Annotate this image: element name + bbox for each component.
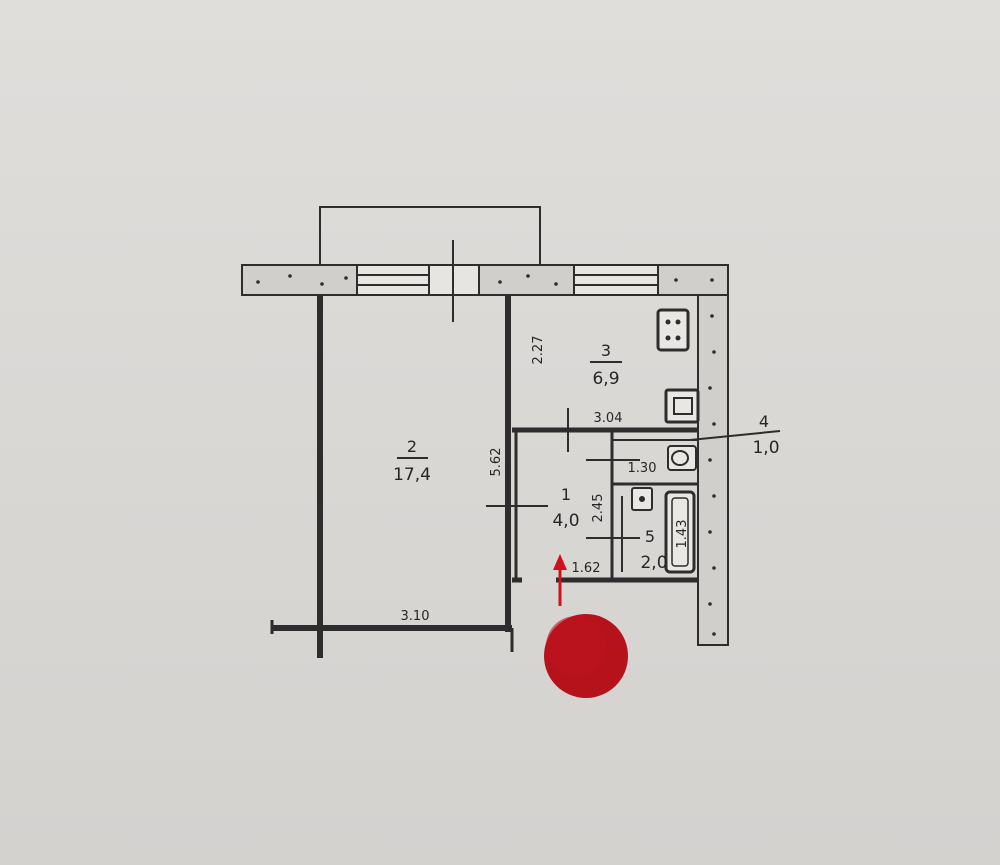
kitchen-sink-icon (664, 388, 700, 424)
room3-number: 3 (601, 341, 611, 360)
room4-leader (689, 430, 781, 441)
wall-texture (256, 274, 716, 636)
room4-number: 4 (759, 412, 769, 431)
toilet-icon (667, 445, 697, 471)
top-wall-right (657, 264, 729, 296)
window-left (356, 264, 430, 296)
balcony (319, 206, 541, 268)
entrance-arrow (553, 554, 567, 606)
room2-number: 2 (407, 437, 417, 456)
room2-area: 17,4 (393, 465, 431, 485)
room1-area: 4,0 (552, 511, 579, 531)
right-wall (697, 294, 729, 646)
window-right (573, 264, 659, 296)
top-wall-left (241, 264, 358, 296)
dim-room2-width: 3.10 (401, 609, 430, 624)
dim-bath-length: 1.43 (675, 520, 690, 549)
room1-number: 1 (561, 485, 571, 504)
stove-icon (656, 308, 690, 352)
room5-number: 5 (645, 527, 655, 546)
room3-area: 6,9 (592, 369, 619, 389)
dim-room2-length: 5.62 (489, 448, 504, 477)
bathtub-icon (664, 490, 696, 574)
washbasin-icon (631, 487, 653, 511)
dim-kitchen-height: 2.27 (531, 336, 546, 365)
room5-area: 2,0 (640, 553, 667, 573)
dim-wc-width: 1.30 (628, 461, 657, 476)
top-wall-mid (478, 264, 575, 296)
dim-kitchen-width: 3.04 (594, 411, 623, 426)
room4-area: 1,0 (752, 438, 779, 458)
dim-hall-length: 2.45 (591, 494, 606, 523)
dim-hall-width: 1.62 (572, 561, 601, 576)
